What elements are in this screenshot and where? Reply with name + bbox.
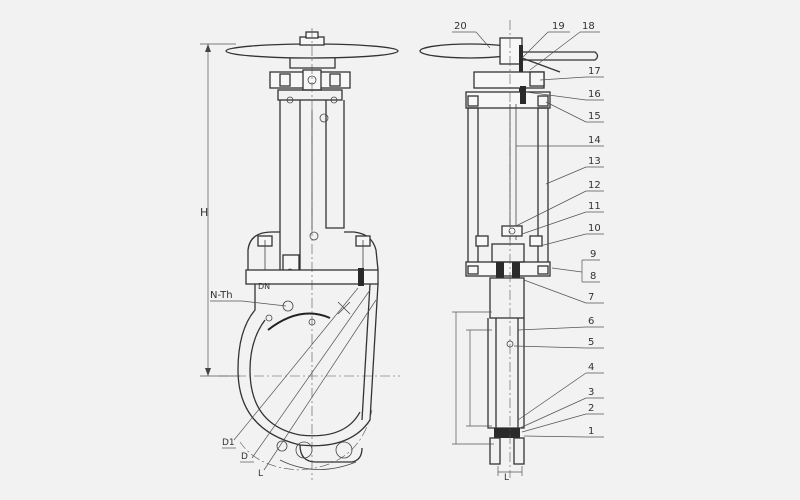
side-bonnet <box>465 235 551 278</box>
part-10-label: 10 <box>588 223 601 234</box>
side-dimensions: L <box>452 311 523 483</box>
gate-x-mark <box>337 301 351 315</box>
front-yoke-top <box>269 69 351 104</box>
part-14-label: 14 <box>588 135 601 146</box>
part-13-label: 13 <box>588 156 601 167</box>
part-16-label: 16 <box>588 89 601 100</box>
part-9-label: 9 <box>590 249 596 260</box>
bolt-circle-label: D1 <box>222 438 235 448</box>
part-1-label: 1 <box>588 426 594 437</box>
side-body <box>487 277 525 465</box>
bolt-holes-label: N-Th <box>210 290 233 301</box>
part-20-label: 20 <box>454 21 467 32</box>
nominal-size-label: DN <box>258 282 270 291</box>
side-yoke-top <box>465 71 551 109</box>
bolt-circle-arc <box>239 409 373 471</box>
d1-leader <box>233 287 359 441</box>
side-view <box>419 20 599 478</box>
part-8-label: 8 <box>590 271 596 282</box>
part-19-label: 19 <box>552 21 565 32</box>
part-2-label: 2 <box>588 403 594 414</box>
front-view: DN <box>218 28 400 480</box>
l-label-front: L <box>258 469 263 479</box>
outer-diameter-label: D <box>241 452 248 462</box>
height-label: H <box>200 206 208 219</box>
l-leader <box>263 299 377 471</box>
part-12-label: 12 <box>588 180 601 191</box>
part-11-label: 11 <box>588 201 601 212</box>
part-3-label: 3 <box>588 387 594 398</box>
part-6-label: 6 <box>588 316 594 327</box>
part-7-label: 7 <box>588 292 594 303</box>
part-15-label: 15 <box>588 111 601 122</box>
l-label-side: L <box>504 473 509 483</box>
part-17-label: 17 <box>588 66 601 77</box>
part-callouts: 20 19 18 17 16 15 14 13 12 11 <box>452 21 604 438</box>
front-body: DN <box>237 282 379 447</box>
part-18-label: 18 <box>582 21 595 32</box>
height-dimension: H <box>200 43 240 377</box>
front-bottom-lugs <box>276 440 363 470</box>
part-4-label: 4 <box>588 362 594 373</box>
d-leader <box>251 289 371 459</box>
part-5-label: 5 <box>588 337 594 348</box>
bolt-holes-callout: N-Th <box>210 290 287 307</box>
